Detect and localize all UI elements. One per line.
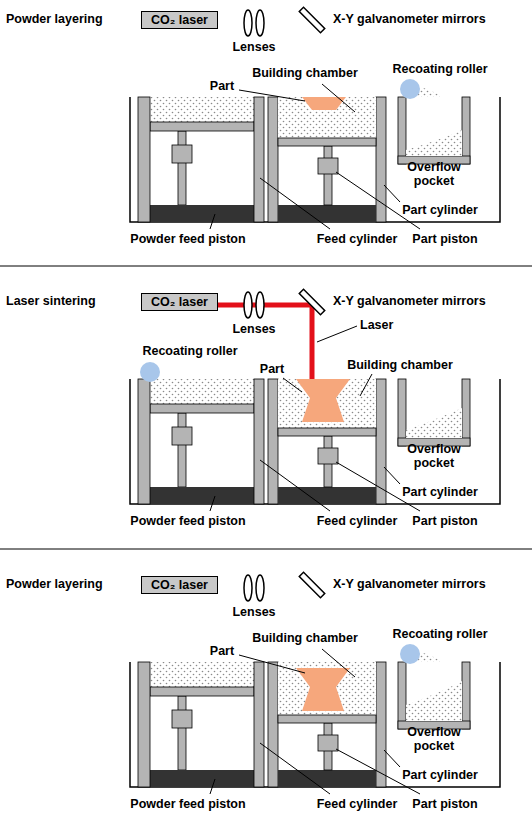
part-label: Feed cylinder [317, 797, 398, 811]
leader-line [384, 467, 400, 484]
laser-label: CO₂ laser [151, 295, 208, 309]
leader-line [210, 214, 215, 229]
leader-line [283, 378, 302, 392]
leader-line [210, 84, 420, 229]
leader-line [260, 178, 330, 229]
recoating-roller [400, 79, 420, 99]
part-label: Building chamber [252, 66, 358, 80]
part-piston-block [318, 735, 338, 751]
part-label: Overflow pocket [403, 160, 465, 189]
part-label: Laser [360, 318, 393, 332]
part-label: Part [210, 79, 234, 93]
part-label: Overflow pocket [403, 725, 465, 754]
part-label: Overflow pocket [403, 442, 465, 471]
overflow-powder [406, 130, 462, 156]
part-label: Part piston [412, 514, 477, 528]
part-label: Feed cylinder [317, 232, 398, 246]
part-label: Laser sintering [6, 294, 96, 308]
part-label: Part cylinder [402, 768, 478, 782]
sls-machine [130, 7, 500, 222]
sls-machine [130, 572, 500, 787]
leader-line [336, 172, 420, 229]
part-powder [278, 97, 376, 138]
part-label: X-Y galvanometer mirrors [333, 577, 486, 591]
panel-separator [0, 266, 532, 267]
part-label: Powder feed piston [130, 514, 245, 528]
leader-line [260, 460, 330, 511]
leader-line [384, 750, 400, 767]
part-label: Lenses [232, 605, 275, 619]
part-label: Feed cylinder [317, 514, 398, 528]
part-label: Part piston [412, 232, 477, 246]
leader-line [210, 779, 215, 794]
part-label: Powder layering [6, 12, 103, 26]
part-label: Recoating roller [392, 627, 487, 641]
leader-line [322, 649, 355, 677]
part-piston-plate [278, 428, 376, 436]
part-label: Lenses [232, 40, 275, 54]
part-label: Part cylinder [402, 203, 478, 217]
part-label: Part piston [412, 797, 477, 811]
part [296, 379, 350, 422]
panel-separator [0, 549, 532, 550]
leader-line [210, 326, 420, 511]
part-label: Recoating roller [142, 344, 237, 358]
part-piston-block [318, 158, 338, 174]
part-piston-plate [278, 138, 376, 146]
part-label: X-Y galvanometer mirrors [333, 12, 486, 26]
leader-line [239, 655, 305, 673]
panel-powder-layering [130, 572, 500, 794]
part-label: Part [260, 362, 284, 376]
laser-box: CO₂ laser [141, 11, 218, 29]
part-powder [278, 379, 376, 428]
panel-laser-sintering [130, 289, 500, 511]
leader-line [260, 743, 330, 794]
laser-label: CO₂ laser [151, 13, 208, 27]
recoating-roller [400, 644, 420, 664]
leader-line [239, 90, 305, 101]
part-label: Building chamber [347, 358, 453, 372]
part [296, 668, 350, 711]
part-piston-plate [278, 715, 376, 723]
part-label: Building chamber [252, 631, 358, 645]
leader-line [384, 185, 400, 202]
overflow-powder [406, 681, 462, 721]
laser-beam [200, 305, 312, 379]
part-label: Recoating roller [392, 62, 487, 76]
sls-machine [130, 289, 500, 504]
laser-box: CO₂ laser [141, 576, 218, 594]
leader-line [210, 649, 420, 794]
laser-label: CO₂ laser [151, 578, 208, 592]
part-label: Part [210, 644, 234, 658]
part-label: Part cylinder [402, 485, 478, 499]
part-shaft [324, 146, 332, 205]
overflow-powder [406, 408, 462, 438]
part-piston-block [318, 448, 338, 464]
part-label: Powder feed piston [130, 797, 245, 811]
leader-line [317, 326, 357, 342]
leader-line [360, 374, 372, 396]
part-label: X-Y galvanometer mirrors [333, 294, 486, 308]
panel-powder-layering [130, 7, 500, 229]
part-label: Lenses [232, 322, 275, 336]
leader-line [210, 496, 215, 511]
part-label: Powder feed piston [130, 232, 245, 246]
leader-line [322, 84, 355, 112]
recoating-roller [140, 362, 160, 382]
part-label: Powder layering [6, 577, 103, 591]
laser-box: CO₂ laser [141, 293, 218, 311]
